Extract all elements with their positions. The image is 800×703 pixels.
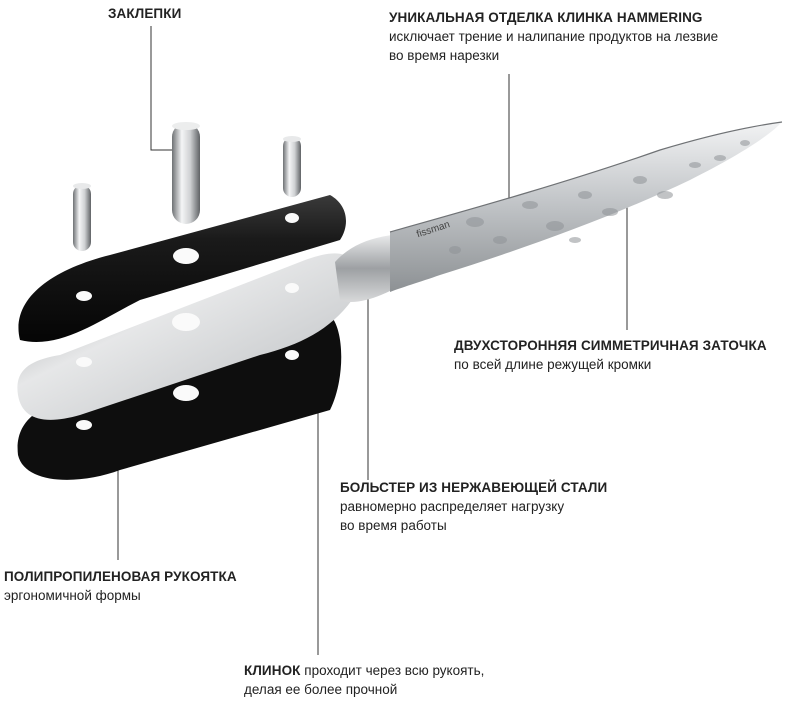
callout-blade-finish-title: УНИКАЛЬНАЯ ОТДЕЛКА КЛИНКА HAMMERING (389, 10, 703, 25)
callout-sharpening: ДВУХСТОРОННЯЯ СИММЕТРИЧНАЯ ЗАТОЧКА по вс… (454, 336, 767, 374)
callout-handle-line1: эргономичной формы (4, 588, 141, 603)
callout-bolster-title: БОЛЬСТЕР ИЗ НЕРЖАВЕЮЩЕЙ СТАЛИ (340, 480, 608, 495)
hammered-texture (449, 140, 750, 254)
callout-sharpening-title: ДВУХСТОРОННЯЯ СИММЕТРИЧНАЯ ЗАТОЧКА (454, 338, 767, 353)
callout-bolster: БОЛЬСТЕР ИЗ НЕРЖАВЕЮЩЕЙ СТАЛИ равномерно… (340, 478, 607, 535)
callout-rivets-title: ЗАКЛЕПКИ (108, 6, 182, 21)
callout-bolster-line1: равномерно распределяет нагрузку (340, 499, 565, 514)
callout-tang-line2: делая ее более прочной (244, 682, 398, 697)
callout-handle: ПОЛИПРОПИЛЕНОВАЯ РУКОЯТКА эргономичной ф… (4, 567, 237, 605)
callout-tang-title: КЛИНОК (244, 663, 301, 678)
callout-tang: КЛИНОК проходит через всю рукоять, делая… (244, 661, 484, 699)
callout-blade-finish-line1: исключает трение и налипание продуктов н… (389, 29, 719, 44)
handle-scale-top (18, 195, 346, 342)
blade (390, 122, 782, 292)
callout-rivets: ЗАКЛЕПКИ (108, 4, 181, 23)
callout-blade-finish-line2: во время нарезки (389, 48, 500, 63)
rivet-left (73, 185, 91, 251)
rivet-center (172, 123, 200, 224)
rivets (73, 122, 301, 251)
callout-tang-line1: проходит через всю рукоять, (300, 663, 485, 678)
bolster (335, 235, 392, 302)
leader-rivets (150, 26, 174, 151)
blade-tang (17, 253, 352, 420)
callout-handle-title: ПОЛИПРОПИЛЕНОВАЯ РУКОЯТКА (4, 569, 237, 584)
callout-bolster-line2: во время работы (340, 518, 447, 533)
callout-sharpening-line1: по всей длине режущей кромки (454, 357, 652, 372)
callout-blade-finish: УНИКАЛЬНАЯ ОТДЕЛКА КЛИНКА HAMMERING искл… (389, 8, 718, 65)
rivet-right (283, 137, 301, 197)
